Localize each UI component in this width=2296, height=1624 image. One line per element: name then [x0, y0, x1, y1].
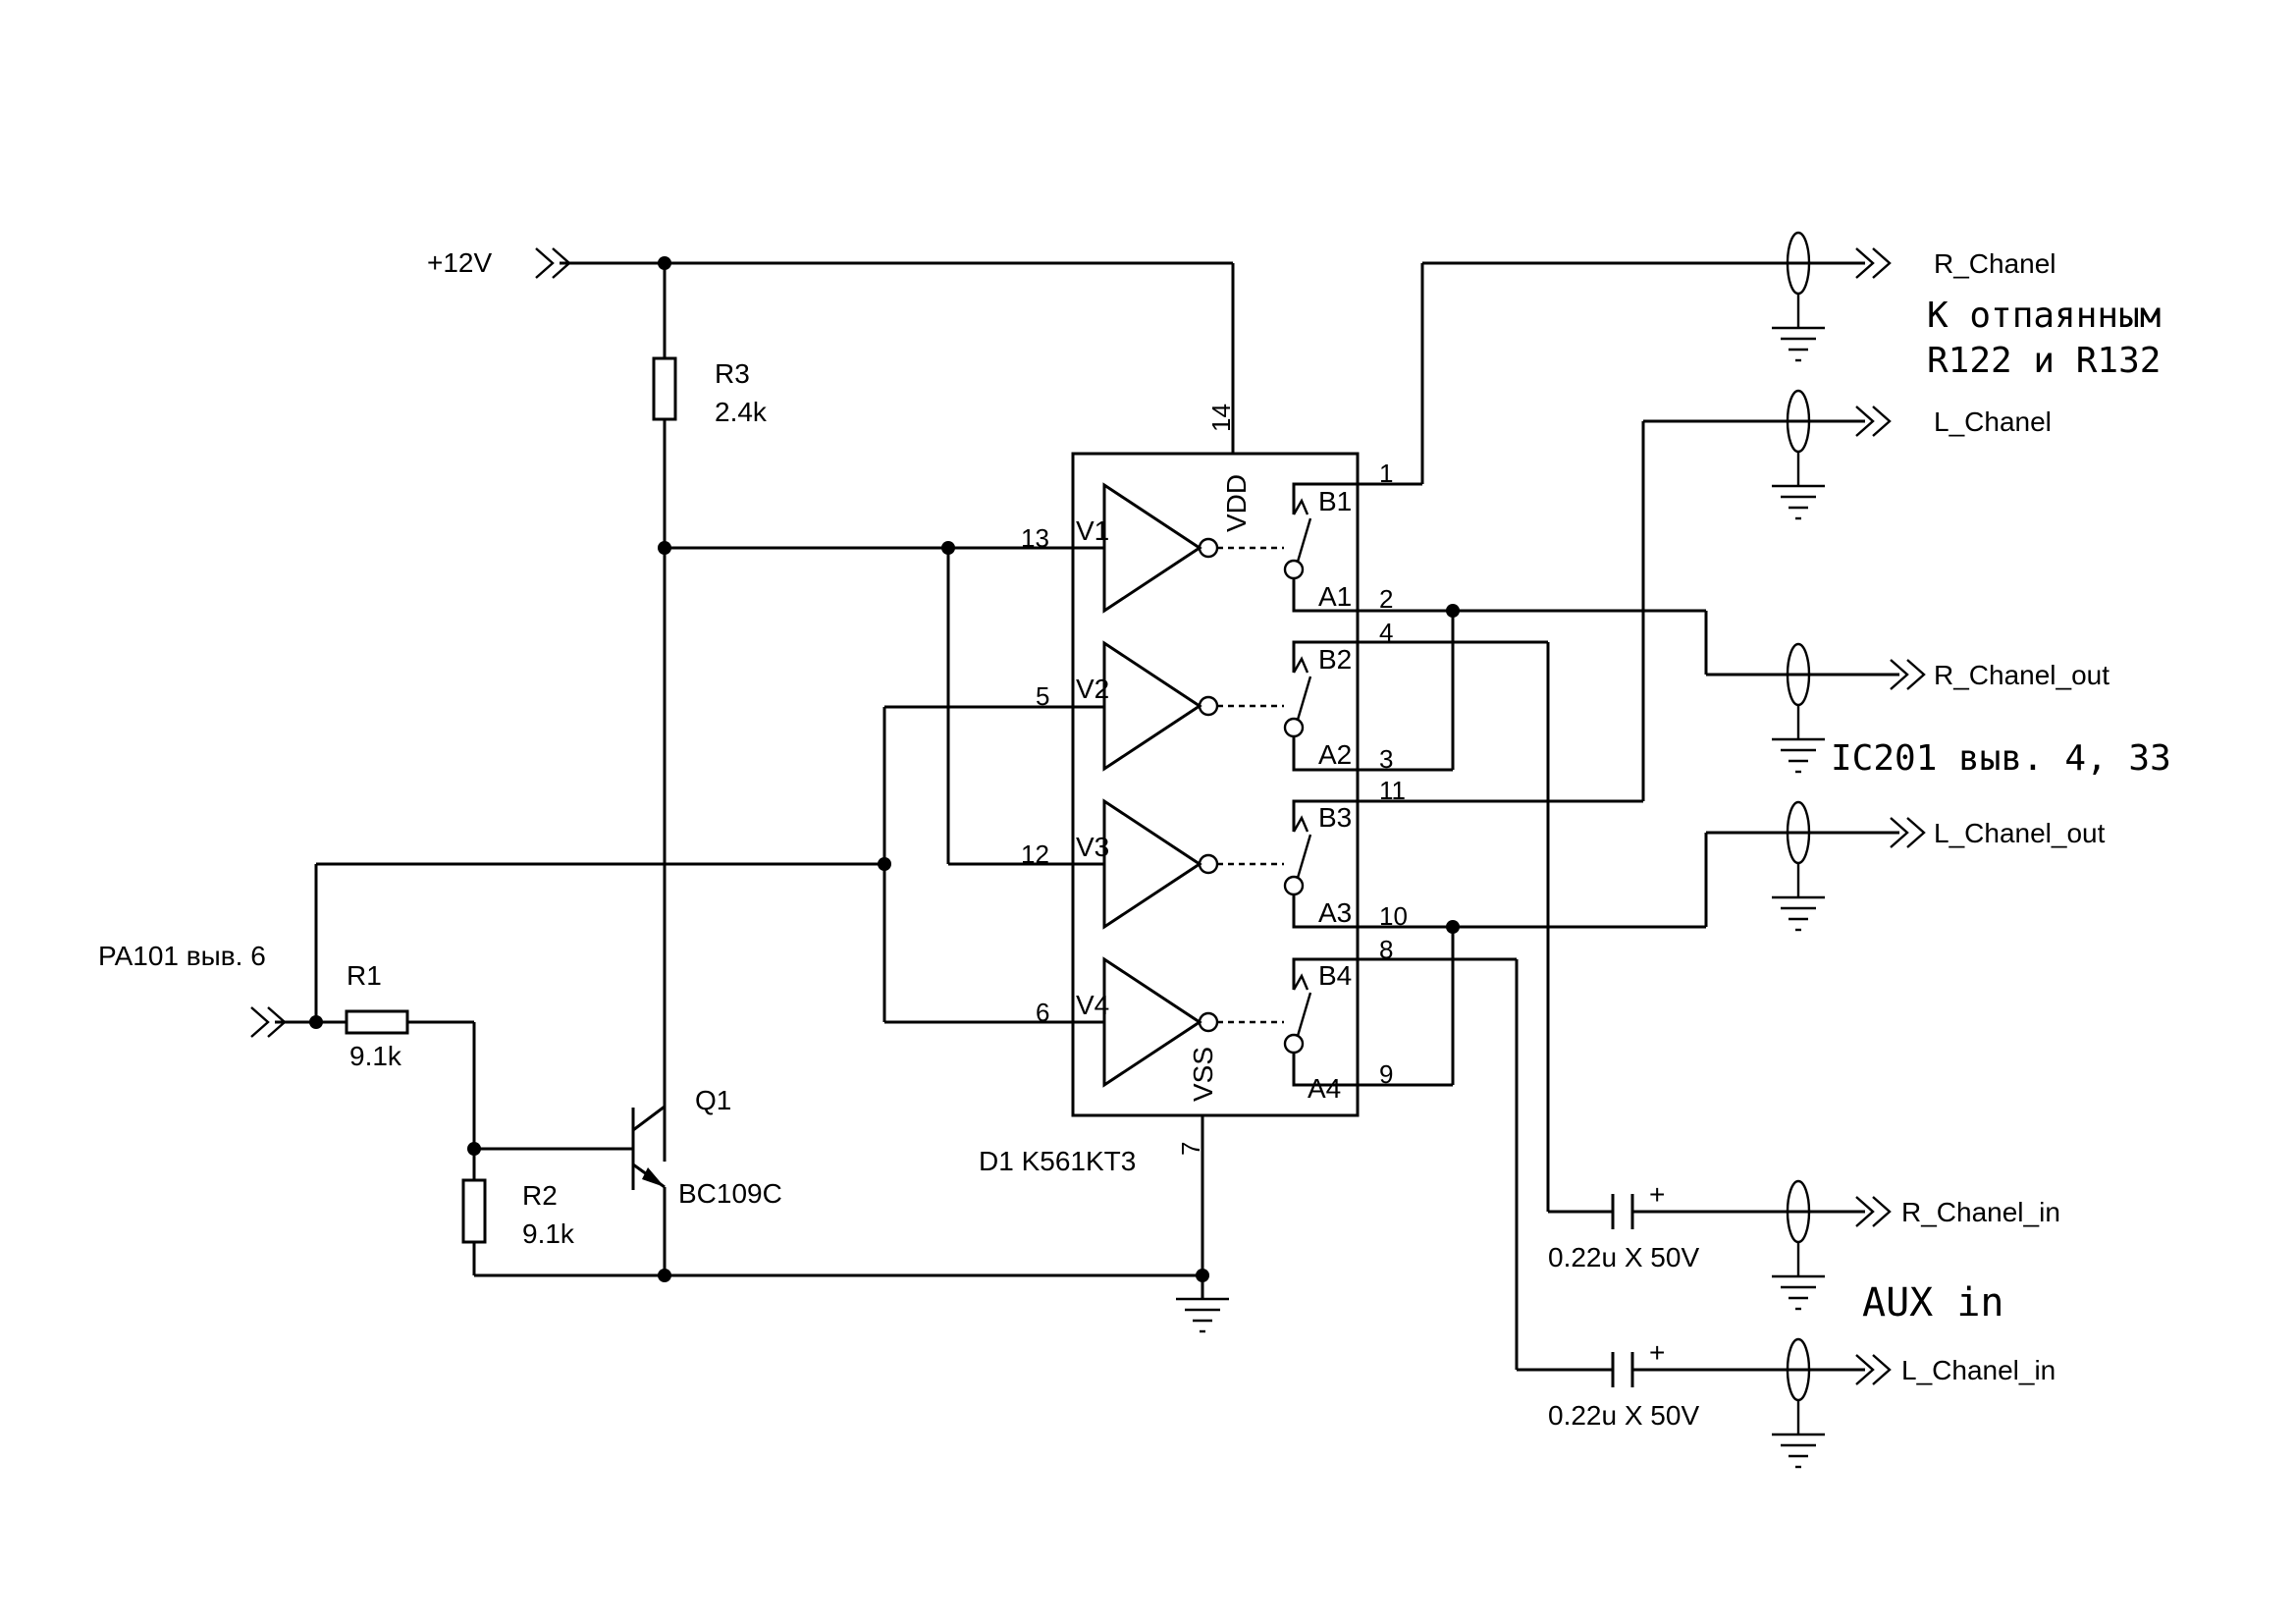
pin-1-label: 1 [1379, 459, 1393, 488]
resistor-r1: R1 9.1k [345, 960, 409, 1071]
r1-value: 9.1k [349, 1041, 402, 1071]
pin-8-label: 8 [1379, 935, 1393, 964]
r-chanel-label: R_Chanel [1934, 248, 2056, 279]
vss-label: VSS [1188, 1047, 1218, 1102]
b4-label: B4 [1318, 960, 1352, 991]
a1-label: A1 [1318, 581, 1352, 612]
capacitor-c2: + 0.22u X 50V [1548, 1337, 1699, 1431]
a3-label: A3 [1318, 897, 1352, 928]
resistor-r3: R3 2.4k [652, 356, 768, 427]
v4-label: V4 [1076, 990, 1109, 1020]
transistor-q1: Q1 BC109C [631, 1085, 782, 1209]
r3-value: 2.4k [715, 397, 768, 427]
r-chanel-out-label: R_Chanel_out [1934, 660, 2109, 690]
v3-label: V3 [1076, 832, 1109, 862]
a2-label: A2 [1318, 739, 1352, 770]
q1-ref: Q1 [695, 1085, 731, 1115]
d1-label: D1 K561KT3 [979, 1146, 1136, 1176]
connector-r-chanel-out: R_Chanel_out [1772, 644, 2109, 772]
connector-r-chanel: R_Chanel [1772, 233, 2056, 360]
pin-9-label: 9 [1379, 1059, 1393, 1089]
a4-label: A4 [1308, 1073, 1341, 1104]
vcc-connector: +12V [427, 246, 571, 280]
note-line-2: R122 и R132 [1927, 341, 2161, 381]
note-ic201: IC201 выв. 4, 33 [1831, 738, 2171, 779]
pin-3-label: 3 [1379, 744, 1393, 774]
pin-13-label: 13 [1021, 523, 1049, 553]
l-chanel-label: L_Chanel [1934, 406, 2052, 437]
junctions [309, 256, 1460, 1282]
connector-r-chanel-in: R_Chanel_in [1772, 1181, 2060, 1309]
q1-part: BC109C [678, 1178, 782, 1209]
pin-4-label: 4 [1379, 618, 1393, 647]
pin-2-label: 2 [1379, 584, 1393, 614]
b3-label: B3 [1318, 802, 1352, 833]
input-connector: PA101 выв. 6 [98, 941, 287, 1039]
connector-l-chanel: L_Chanel [1772, 391, 2052, 518]
input-label: PA101 выв. 6 [98, 941, 266, 971]
c2-value: 0.22u X 50V [1548, 1400, 1699, 1431]
switch-channel-2: V2 B2 A2 [1076, 640, 1358, 772]
r3-ref: R3 [715, 358, 750, 389]
pin-12-label: 12 [1021, 839, 1049, 869]
b2-label: B2 [1318, 644, 1352, 675]
pin-11-label: 11 [1379, 776, 1406, 805]
v1-label: V1 [1076, 515, 1109, 546]
pin-14-label: 14 [1206, 404, 1236, 432]
v2-label: V2 [1076, 674, 1109, 704]
l-chanel-out-label: L_Chanel_out [1934, 818, 2106, 848]
vcc-label: +12V [427, 247, 492, 278]
c2-plus: + [1649, 1337, 1665, 1368]
c1-value: 0.22u X 50V [1548, 1242, 1699, 1272]
pin-7-label: 7 [1176, 1142, 1205, 1156]
pin-10-label: 10 [1379, 901, 1408, 931]
pin-6-label: 6 [1036, 998, 1049, 1027]
connector-l-chanel-out: L_Chanel_out [1772, 802, 2106, 930]
note-line-1: К отпаянным [1927, 296, 2161, 336]
r2-value: 9.1k [522, 1218, 575, 1249]
switch-channel-4: V4 B4 A4 [1076, 956, 1358, 1104]
switch-channel-1: V1 B1 A1 [1076, 482, 1358, 614]
r1-ref: R1 [347, 960, 382, 991]
r-chanel-in-label: R_Chanel_in [1901, 1197, 2060, 1227]
pin-5-label: 5 [1036, 681, 1049, 711]
connector-l-chanel-in: L_Chanel_in [1772, 1339, 2056, 1467]
capacitor-c1: + 0.22u X 50V [1548, 1179, 1699, 1272]
b1-label: B1 [1318, 486, 1352, 516]
resistor-r2: R2 9.1k [461, 1178, 575, 1249]
note-aux-in: AUX in [1862, 1280, 2004, 1326]
vdd-label: VDD [1221, 474, 1252, 532]
r2-ref: R2 [522, 1180, 558, 1211]
ic-d1: D1 K561KT3 VDD VSS 14 7 V1 B1 A1 [979, 404, 1408, 1176]
ground-symbol [1174, 1297, 1231, 1333]
c1-plus: + [1649, 1179, 1665, 1210]
l-chanel-in-label: L_Chanel_in [1901, 1355, 2056, 1385]
annotations: К отпаянным R122 и R132 IC201 выв. 4, 33… [1831, 296, 2171, 1326]
switch-channel-3: V3 B3 A3 [1076, 798, 1358, 930]
